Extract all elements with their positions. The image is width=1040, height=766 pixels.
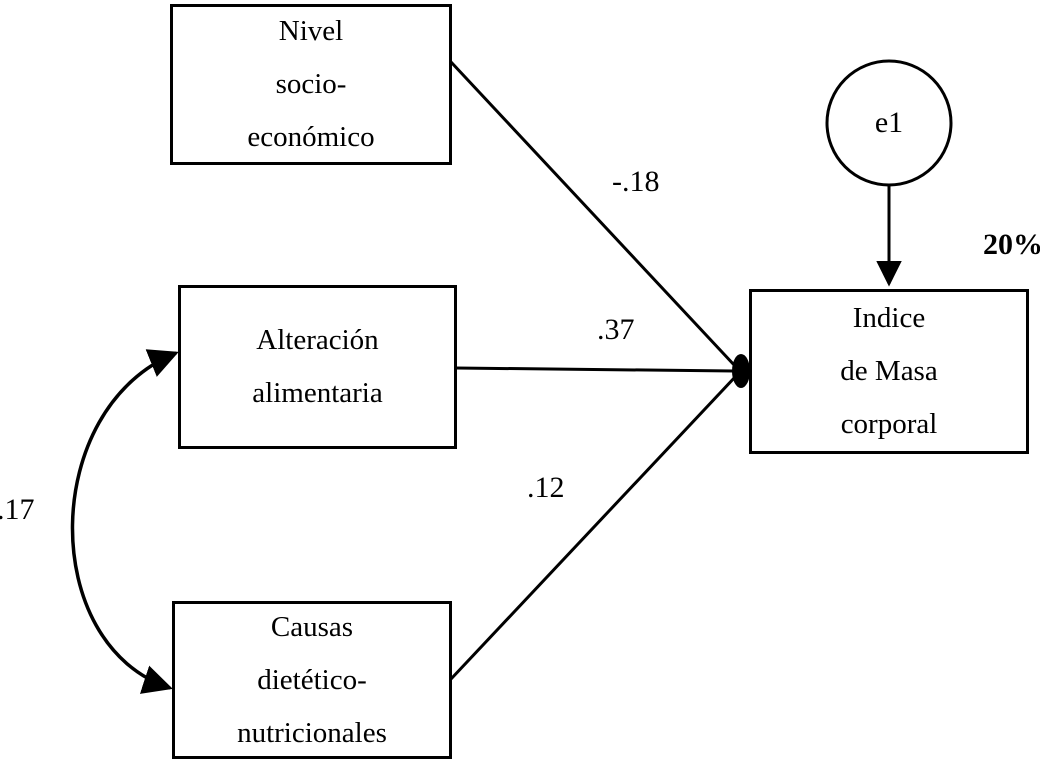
coef-covariance: .17 xyxy=(0,493,35,526)
error-term-label: e1 xyxy=(874,106,904,139)
node-alteracion-alimentaria: Alteración alimentaria xyxy=(178,285,457,449)
node-text-line: corporal xyxy=(840,408,938,440)
node-text-line: nutricionales xyxy=(237,716,387,749)
coef-nivel-to-imc: -.18 xyxy=(612,165,660,198)
variance-explained-label: 20% xyxy=(983,228,1040,261)
node-text-line: Causas xyxy=(270,610,354,643)
merged-arrowhead xyxy=(732,354,750,388)
node-text-line: Nivel xyxy=(278,15,344,47)
node-causas-dietetico-nutricionales: Causas dietético- nutricionales xyxy=(172,601,452,759)
arrow-alteracion-to-imc xyxy=(455,366,735,373)
node-nivel-socioeconomico: Nivel socio- económico xyxy=(170,4,452,165)
arrow-causas-to-imc xyxy=(449,374,738,681)
node-text-line: alimentaria xyxy=(252,377,383,409)
node-text-line: dietético- xyxy=(257,663,367,696)
covariance-arrow-alteracion-causas xyxy=(70,349,179,694)
node-text-line: socio- xyxy=(275,68,347,100)
error-term-circle xyxy=(825,59,953,187)
node-indice-masa-corporal: Indice de Masa corporal xyxy=(749,289,1029,454)
node-text-line: económico xyxy=(247,121,375,153)
node-text-line: de Masa xyxy=(840,355,938,387)
coef-causas-to-imc: .12 xyxy=(527,471,565,504)
node-text-line: Alteración xyxy=(256,324,379,356)
node-text-line: Indice xyxy=(852,302,926,334)
arrow-nivel-to-imc xyxy=(449,60,738,369)
coef-alteracion-to-imc: .37 xyxy=(597,313,635,346)
